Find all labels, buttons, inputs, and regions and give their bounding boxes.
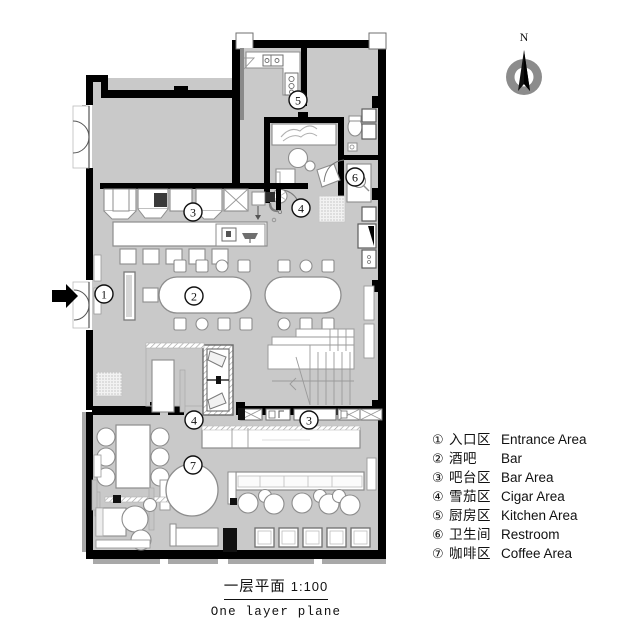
room-marker-4-bottom-label: 4 bbox=[191, 414, 197, 428]
bar-back-counter bbox=[100, 183, 308, 220]
north-arrow-icon bbox=[506, 50, 542, 95]
legend-item-2: ② 酒吧 Bar bbox=[432, 449, 637, 468]
service-corridor bbox=[95, 342, 234, 416]
legend-item-7: ⑦ 咖啡区 Coffee Area bbox=[432, 544, 637, 563]
bar-counter-main bbox=[112, 217, 277, 247]
room-marker-5[interactable]: 5 bbox=[288, 90, 308, 110]
room-marker-group: 1 2 3 3 4 4 5 bbox=[94, 90, 365, 475]
legend-item-5-cn: 厨房区 bbox=[449, 508, 491, 523]
room-marker-5-label: 5 bbox=[295, 94, 301, 108]
plan-title-cn-text: 一层平面 bbox=[223, 579, 286, 595]
room-marker-3-bottom[interactable]: 3 bbox=[299, 410, 319, 430]
legend-item-3-number: ③ bbox=[432, 470, 444, 485]
entrance-screen bbox=[123, 271, 159, 321]
legend-item-7-en: Coffee Area bbox=[501, 546, 573, 561]
room-marker-6[interactable]: 6 bbox=[345, 167, 365, 187]
legend-item-1-number: ① bbox=[432, 432, 444, 447]
legend-item-1-cn: 入口区 bbox=[449, 432, 491, 447]
legend-item-7-number: ⑦ bbox=[432, 546, 444, 561]
room-marker-7[interactable]: 7 bbox=[183, 455, 203, 475]
room-marker-6-label: 6 bbox=[352, 171, 358, 185]
legend-item-3: ③ 吧台区 Bar Area bbox=[432, 468, 637, 487]
legend-item-5-en: Kitchen Area bbox=[501, 508, 578, 523]
legend-item-2-number: ② bbox=[432, 451, 444, 466]
room-marker-3-top[interactable]: 3 bbox=[183, 202, 203, 222]
legend-item-4-en: Cigar Area bbox=[501, 489, 565, 504]
top-window-openings bbox=[235, 32, 387, 50]
north-indicator: N bbox=[494, 30, 554, 100]
legend-item-2-cn: 酒吧 bbox=[449, 451, 477, 466]
room-marker-2[interactable]: 2 bbox=[184, 286, 204, 306]
legend-item-3-en: Bar Area bbox=[501, 470, 554, 485]
coffee-banquette bbox=[227, 471, 365, 505]
coffee-dining-table bbox=[96, 424, 170, 489]
title-block: 一层平面 1:100 One layer plane bbox=[186, 575, 366, 619]
room-marker-7-label: 7 bbox=[190, 459, 196, 473]
legend-item-4-number: ④ bbox=[432, 489, 444, 504]
legend-item-4: ④ 雪茄区 Cigar Area bbox=[432, 487, 637, 506]
legend-item-1-en: Entrance Area bbox=[501, 432, 587, 447]
room-marker-2-label: 2 bbox=[191, 290, 197, 304]
room-marker-4-bottom[interactable]: 4 bbox=[184, 410, 204, 430]
entrance-doors-upper bbox=[72, 105, 90, 169]
right-wall-cabinets bbox=[363, 285, 377, 491]
plan-title-en: One layer plane bbox=[210, 605, 342, 619]
legend-item-3-cn: 吧台区 bbox=[449, 470, 491, 485]
room-marker-3-bottom-label: 3 bbox=[306, 414, 312, 428]
entrance-doors-main bbox=[72, 281, 90, 329]
room-marker-1[interactable]: 1 bbox=[94, 284, 114, 304]
bar-table-left bbox=[158, 276, 252, 314]
legend-item-1: ① 入口区 Entrance Area bbox=[432, 430, 637, 449]
plan-scale: 1:100 bbox=[290, 579, 329, 594]
legend: ① 入口区 Entrance Area ② 酒吧 Bar ③ 吧台区 Bar A… bbox=[432, 430, 637, 563]
legend-item-5-number: ⑤ bbox=[432, 508, 444, 523]
room-marker-4-top-label: 4 bbox=[298, 202, 304, 216]
north-label: N bbox=[519, 30, 529, 44]
entrance-direction-arrow-icon bbox=[52, 284, 78, 308]
staircase bbox=[267, 328, 355, 406]
bar-table-right bbox=[264, 276, 342, 314]
room-marker-4-top[interactable]: 4 bbox=[291, 198, 311, 218]
room-marker-1-label: 1 bbox=[101, 288, 107, 302]
legend-item-5: ⑤ 厨房区 Kitchen Area bbox=[432, 506, 637, 525]
legend-item-2-en: Bar bbox=[501, 451, 523, 466]
legend-item-6: ⑥ 卫生间 Restroom bbox=[432, 525, 637, 544]
room-marker-3-top-label: 3 bbox=[190, 206, 196, 220]
legend-item-6-en: Restroom bbox=[501, 527, 560, 542]
plan-title-cn: 一层平面 1:100 bbox=[223, 575, 329, 600]
coffee-square-seats-row bbox=[95, 523, 371, 552]
legend-item-6-cn: 卫生间 bbox=[449, 527, 491, 542]
cigar-lounge-furniture bbox=[268, 123, 346, 223]
coffee-stools-row bbox=[237, 488, 361, 516]
legend-item-4-cn: 雪茄区 bbox=[449, 489, 491, 504]
legend-item-6-number: ⑥ bbox=[432, 527, 444, 542]
legend-item-7-cn: 咖啡区 bbox=[449, 546, 491, 561]
